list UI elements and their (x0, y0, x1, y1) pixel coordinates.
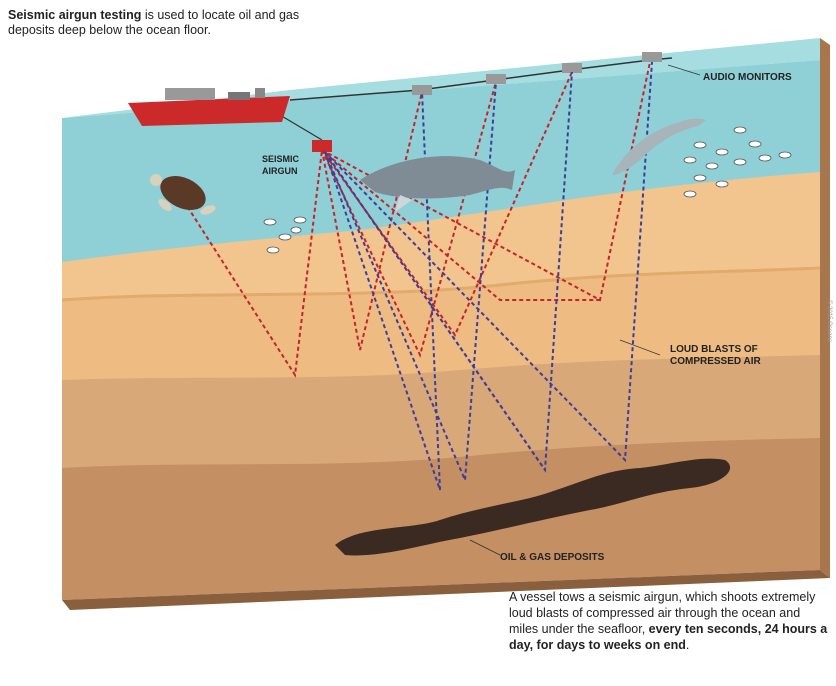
credit-text-wrapper: © 2015 Oceana (822, 300, 834, 530)
audio-monitor-2 (486, 74, 506, 84)
caption-end: . (685, 638, 690, 652)
sediment-layer-1-edge (61, 266, 821, 302)
audio-monitor-4 (642, 52, 662, 62)
audio-monitors-leader (667, 64, 701, 76)
oil-deposit (335, 458, 731, 556)
dolphin (612, 118, 706, 175)
blue-wave-paths (324, 61, 653, 491)
fish-school-left (263, 216, 307, 254)
caption-normal: A vessel tows a seismic airgun, which sh… (509, 590, 816, 636)
oil-gas-label: OIL & GAS DEPOSITS (500, 552, 605, 563)
intro-bold: Seismic airgun testing (8, 8, 142, 22)
intro-text: Seismic airgun testing is used to locate… (8, 8, 348, 38)
credit-text: © 2015 Oceana (826, 300, 832, 343)
whale (360, 156, 515, 212)
sea-turtle (150, 174, 216, 215)
block-bottom (62, 570, 830, 610)
intro-rest: is used to locate oil and gas deposits d… (8, 8, 300, 37)
loud-blasts-label-line2: COMPRESSED AIR (670, 356, 762, 367)
fish-school-right (683, 126, 792, 198)
audio-monitors-label: AUDIO MONITORS (703, 72, 792, 83)
vessel (128, 88, 290, 126)
seismic-label-line2: AIRGUN (262, 166, 298, 176)
seismic-airgun (312, 140, 332, 152)
block-side (820, 38, 830, 578)
audio-monitor-1 (412, 85, 432, 95)
oil-gas-leader (469, 539, 501, 556)
caption-bold: every ten seconds, 24 hours a day, for d… (509, 622, 828, 652)
airgun-cable (279, 114, 323, 141)
loud-blasts-label-line1: LOUD BLASTS OF (670, 344, 758, 355)
loud-blasts-leader (619, 339, 661, 356)
audio-monitor-3 (562, 63, 582, 73)
caption-text: A vessel tows a seismic airgun, which sh… (509, 589, 829, 653)
seismic-label-line1: SEISMIC (262, 154, 300, 164)
